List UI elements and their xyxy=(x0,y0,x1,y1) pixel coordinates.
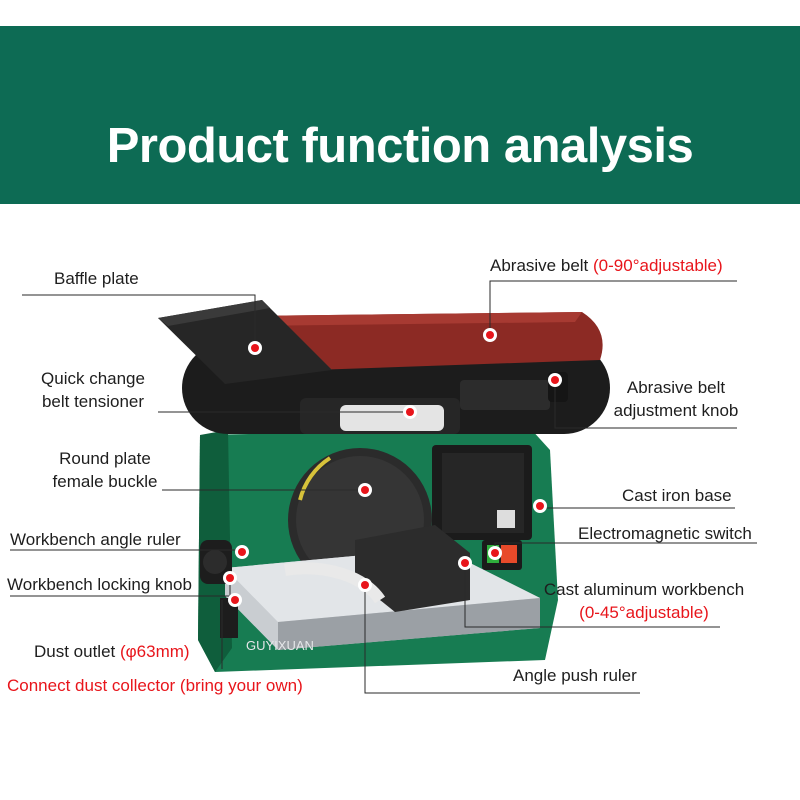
label-quick-change-line1: Quick change xyxy=(41,369,145,388)
label-electromagnetic-switch: Electromagnetic switch xyxy=(578,524,752,543)
label-dust-outlet-note: (φ63mm) xyxy=(120,642,190,661)
marker-dot xyxy=(223,571,237,585)
label-belt-adjustment-knob: Abrasive belt adjustment knob xyxy=(606,376,746,422)
label-abrasive-belt-text: Abrasive belt xyxy=(490,256,589,275)
header-banner: Product function analysis xyxy=(0,26,800,204)
label-abrasive-belt: Abrasive belt (0-90°adjustable) xyxy=(490,254,723,277)
label-round-plate-buckle: Round plate female buckle xyxy=(44,447,166,493)
abrasive-belt-shape xyxy=(236,312,603,372)
label-abrasive-belt-note: (0-90°adjustable) xyxy=(593,256,723,275)
marker-dots xyxy=(223,328,562,607)
angle-push-ruler-shape xyxy=(355,525,470,612)
marker-dot xyxy=(235,545,249,559)
label-round-plate-line2: female buckle xyxy=(52,472,158,491)
marker-dot xyxy=(403,405,417,419)
watermark: GUYIXUAN xyxy=(246,638,314,653)
marker-dot xyxy=(228,593,242,607)
label-dust-outlet: Dust outlet (φ63mm) xyxy=(34,640,190,663)
marker-dot xyxy=(483,328,497,342)
marker-dot xyxy=(488,546,502,560)
label-baffle-plate: Baffle plate xyxy=(54,269,139,288)
label-quick-change-tensioner: Quick change belt tensioner xyxy=(32,367,154,413)
dust-outlet-shape xyxy=(220,598,238,638)
marker-dot xyxy=(248,341,262,355)
marker-dot xyxy=(358,483,372,497)
label-workbench-locking-knob: Workbench locking knob xyxy=(7,575,192,594)
label-cast-aluminum-note: (0-45°adjustable) xyxy=(579,603,709,622)
label-cast-iron-base: Cast iron base xyxy=(622,486,732,505)
marker-dot xyxy=(548,373,562,387)
baffle-plate-shape xyxy=(158,300,332,384)
label-belt-knob-line1: Abrasive belt xyxy=(626,378,726,397)
marker-dot xyxy=(358,578,372,592)
marker-dot xyxy=(533,499,547,513)
label-quick-change-line2: belt tensioner xyxy=(41,392,145,411)
label-connect-dust-collector: Connect dust collector (bring your own) xyxy=(7,676,303,695)
label-cast-aluminum-line1: Cast aluminum workbench xyxy=(543,580,745,599)
label-belt-knob-line2: adjustment knob xyxy=(613,401,739,420)
label-cast-aluminum-workbench: Cast aluminum workbench (0-45°adjustable… xyxy=(532,578,756,624)
label-workbench-angle-ruler: Workbench angle ruler xyxy=(10,530,181,549)
marker-dot xyxy=(458,556,472,570)
label-angle-push-ruler: Angle push ruler xyxy=(513,666,637,685)
label-dust-outlet-text: Dust outlet xyxy=(34,642,116,661)
label-round-plate-line1: Round plate xyxy=(59,449,151,468)
banner-title: Product function analysis xyxy=(106,119,694,173)
